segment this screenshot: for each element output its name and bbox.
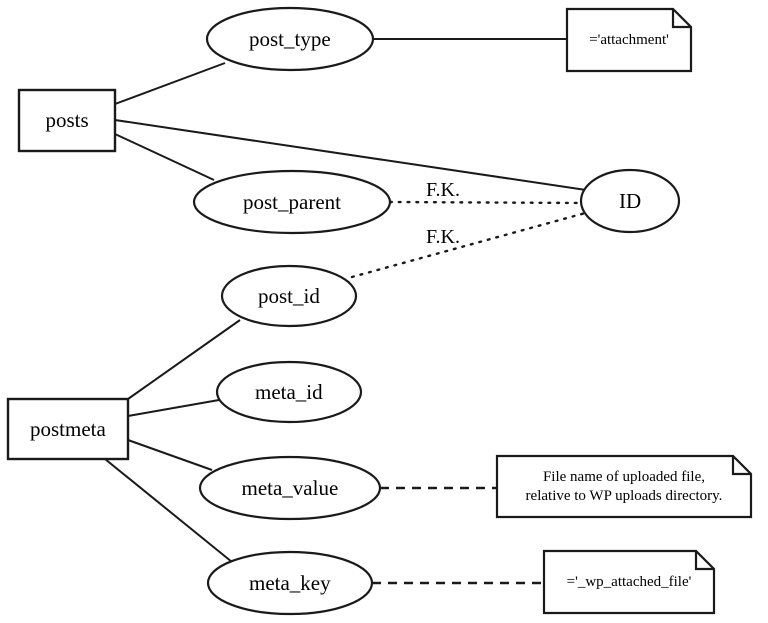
note-note_wp_attached_file <box>542 549 716 615</box>
edges-layer <box>104 38 591 585</box>
edge-posts-post_parent <box>114 133 215 181</box>
edge-postmeta-meta_key <box>104 458 233 563</box>
entity-posts[interactable] <box>17 88 117 153</box>
note-fold-icon-note_file_name <box>731 456 751 476</box>
edge-postmeta-meta_value <box>127 439 213 471</box>
note-note_file_name <box>495 454 753 519</box>
attribute-meta_id[interactable] <box>215 360 363 424</box>
nodes-layer <box>6 6 753 616</box>
edge-postmeta-meta_id <box>127 399 220 417</box>
edge-posts-post_type <box>114 62 226 105</box>
attribute-meta_value[interactable] <box>198 455 382 521</box>
attribute-post_type[interactable] <box>205 6 375 72</box>
attribute-post_parent[interactable] <box>192 169 392 235</box>
edge-post_parent-id-fk <box>388 200 585 205</box>
edge-posts-id <box>114 119 587 191</box>
attribute-meta_key[interactable] <box>206 550 374 616</box>
edge-post_id-id-fk <box>350 210 591 279</box>
entity-postmeta[interactable] <box>6 397 130 461</box>
edge-postmeta-post_id <box>127 319 241 400</box>
note-fold-icon-note_attachment <box>671 9 691 29</box>
note-fold-icon-note_wp_attached_file <box>694 551 714 571</box>
note-note_attachment <box>565 7 693 73</box>
attribute-post_id[interactable] <box>220 264 358 328</box>
attribute-id[interactable] <box>579 168 681 234</box>
